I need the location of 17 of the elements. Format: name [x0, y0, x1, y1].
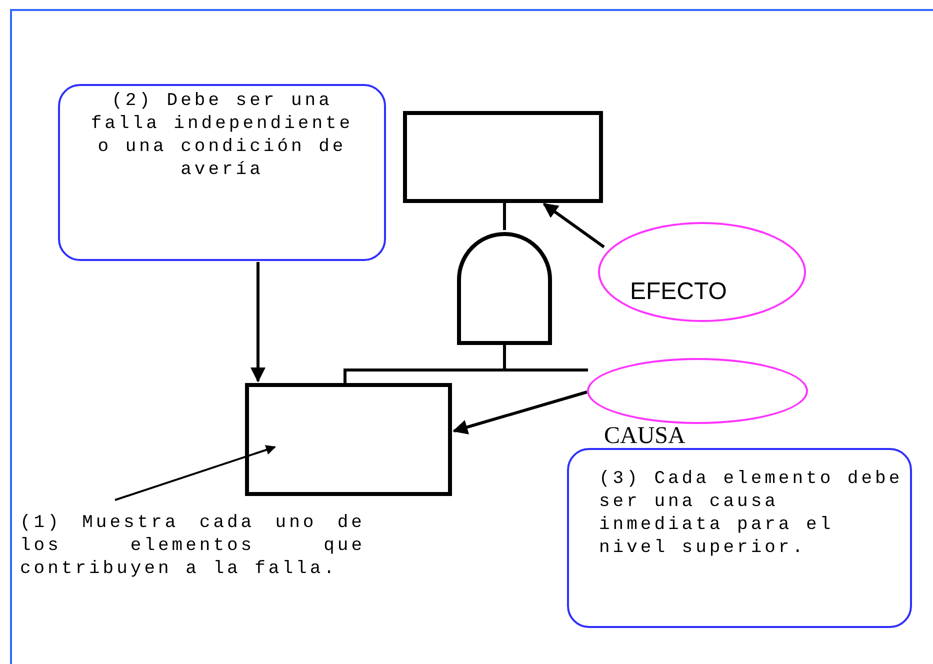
connector-line [503, 203, 506, 230]
callout-box [567, 448, 912, 628]
and-gate [457, 230, 552, 345]
note-text: (3) Cada elemento debe ser una causa inmediata para el nivel superior. [599, 468, 904, 560]
arrow [250, 262, 266, 382]
ellipse-text: EFECTO [630, 280, 727, 304]
event-rectangle [403, 111, 603, 203]
note-text: (2) Debe ser una falla independiente o una condición de avería [90, 90, 354, 182]
ellipse-label [598, 222, 806, 322]
arrow [542, 202, 605, 248]
event-rectangle [245, 383, 452, 496]
ellipse-text: CAUSA [604, 424, 686, 448]
connector-line [344, 344, 590, 384]
callout-box [58, 84, 386, 261]
leader-arrow [114, 445, 276, 501]
arrow [452, 390, 588, 434]
note-text: (1) Muestra cada uno de los elementos que contribuyen a la falla. [20, 512, 365, 581]
